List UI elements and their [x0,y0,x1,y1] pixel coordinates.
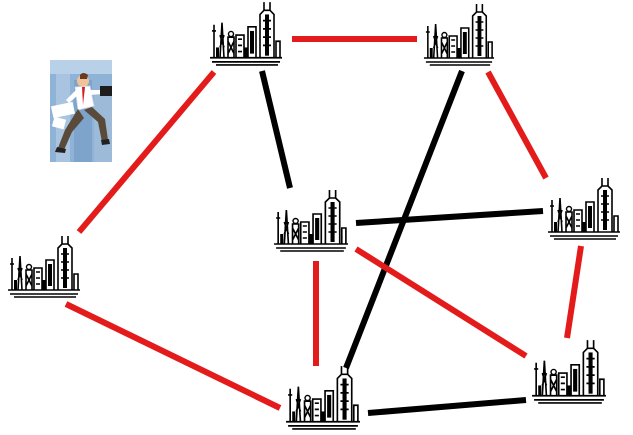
edge-n1-n3 [76,70,217,234]
edge-n3-n7 [64,301,282,411]
edge-n2-n5 [485,70,549,180]
city-skyline-icon [274,190,348,252]
edges-layer [64,36,584,416]
edge-n4-n5 [355,208,544,226]
edge-n4-n7 [354,246,528,359]
city-skyline-icon [286,366,360,430]
city-skyline-icon [210,2,282,66]
city-skyline-icon [548,178,620,240]
city-skyline-icon [8,236,80,298]
city-skyline-icon [423,4,495,66]
edge-n7-n6 [367,397,527,416]
edge-n1-n4 [259,70,293,189]
city-skyline-icon [532,340,606,404]
running-businessman-icon [50,60,112,162]
nodes-layer [8,2,620,430]
edge-n4-n6 [564,245,584,339]
